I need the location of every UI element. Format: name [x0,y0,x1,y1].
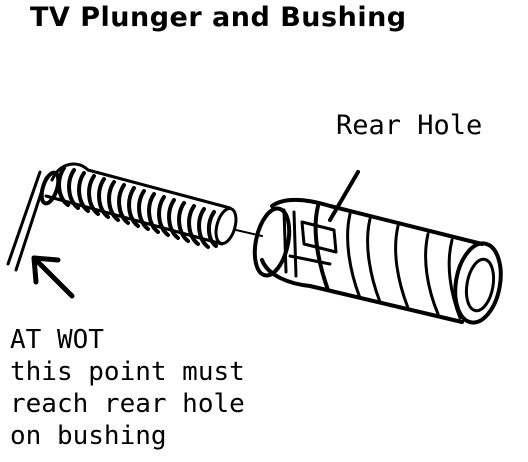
bushing [252,198,503,325]
note-line-4: on bushing [10,421,167,451]
pointer-arrow [31,255,75,299]
reference-lines [6,170,48,272]
rear-hole-leader [328,170,360,222]
diagram-title: TV Plunger and Bushing [30,2,407,33]
rear-hole-label: Rear Hole [336,110,483,141]
note-line-3: reach rear hole [10,389,245,419]
wot-note: AT WOT this point must reach rear hole o… [10,324,245,452]
note-line-2: this point must [10,357,245,387]
tv-plunger [39,162,238,249]
note-line-1: AT WOT [10,325,104,355]
